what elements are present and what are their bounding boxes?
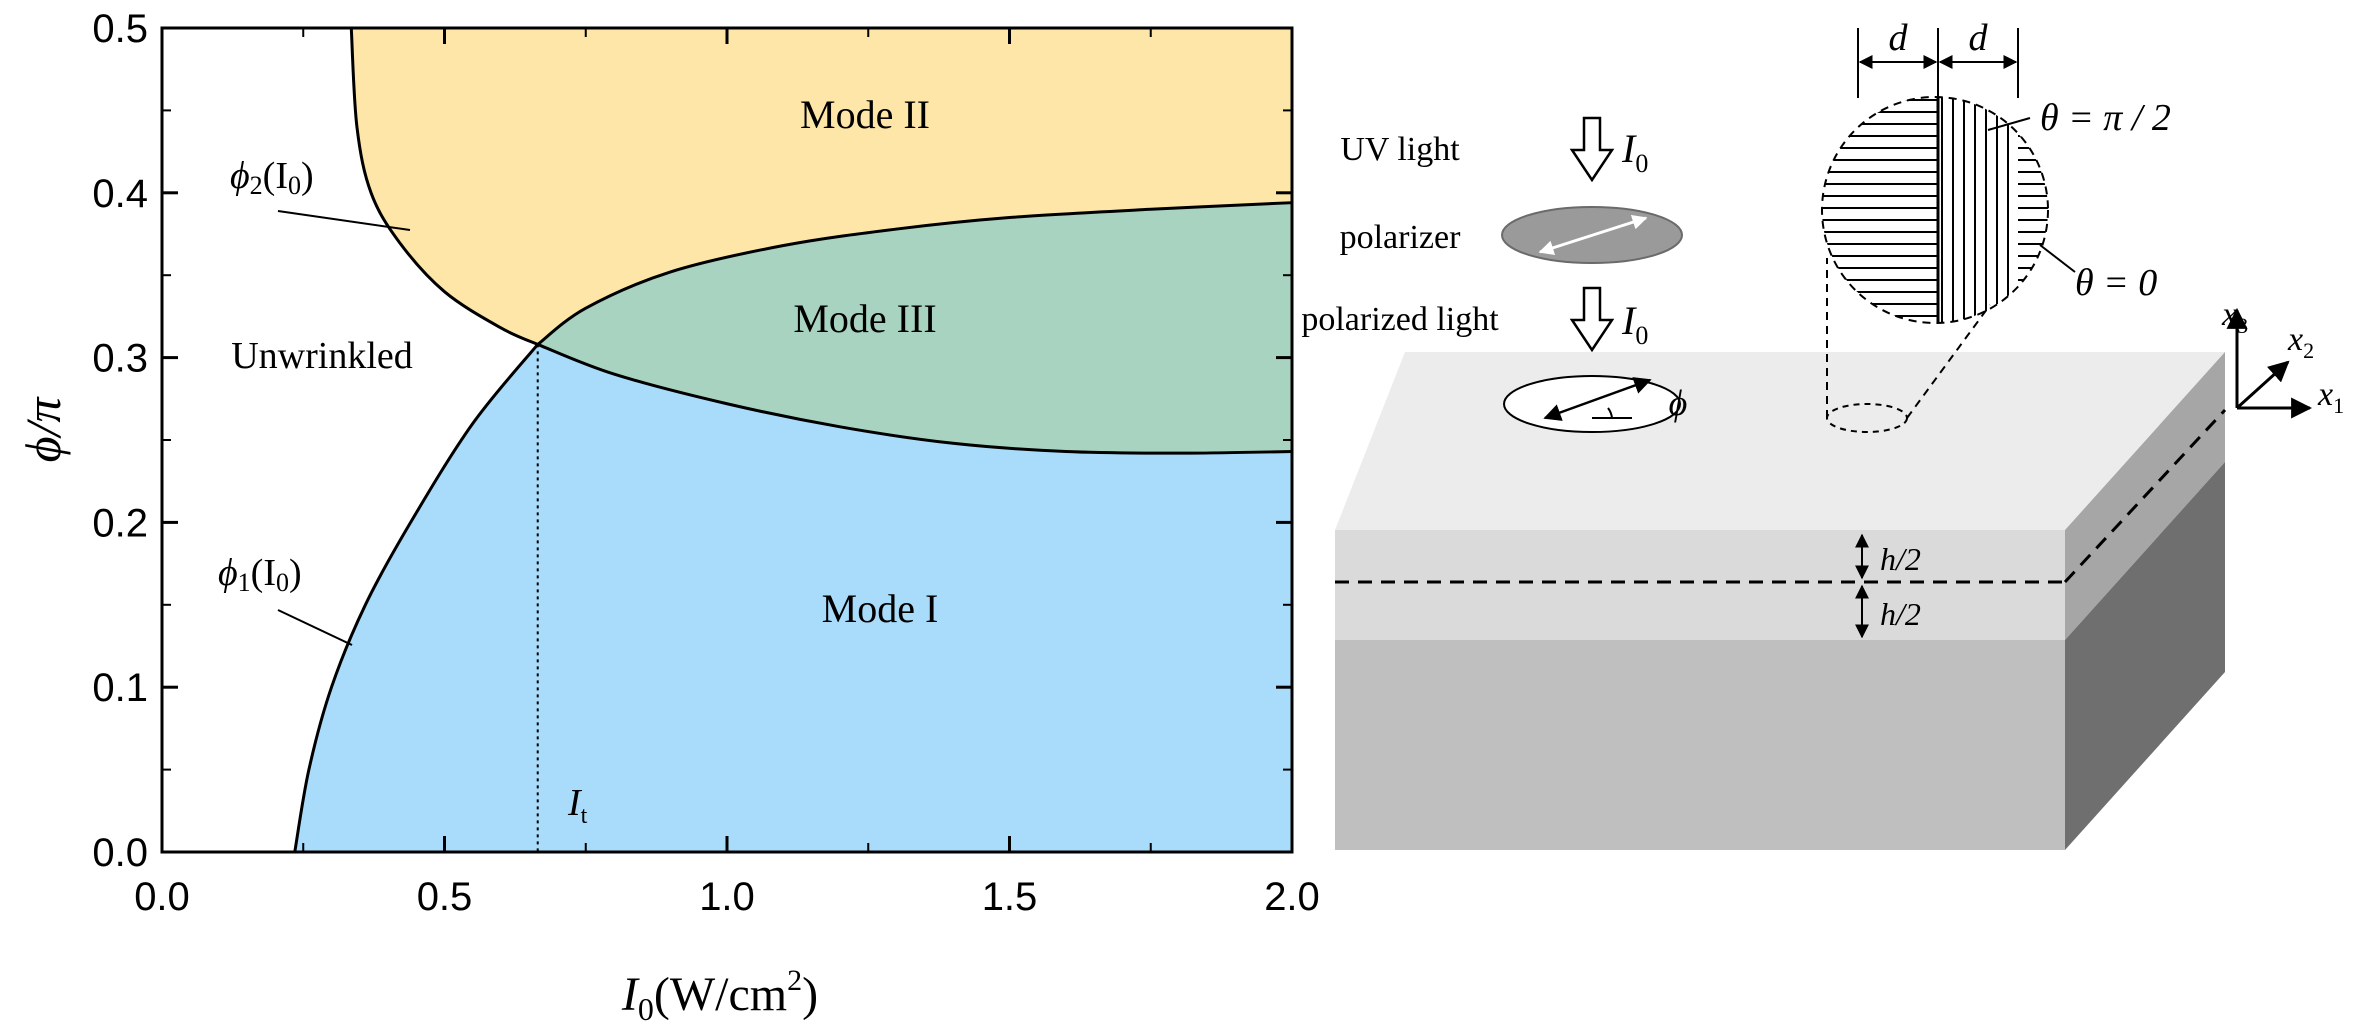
- x-tick-label: 2.0: [1264, 875, 1320, 919]
- half-h-bottom-label: h/2: [1880, 596, 1921, 632]
- polarization-angle-arc: [1607, 407, 1613, 419]
- half-h-top-label: h/2: [1880, 541, 1921, 577]
- chart-boundary-curves: [293, 27, 1293, 853]
- chart-regions: [294, 28, 1292, 852]
- y-tick-label: 0.4: [92, 172, 148, 216]
- polarizer-direction-arrow-icon: [1538, 214, 1648, 256]
- x-axis-title: I0(W/cm2): [621, 964, 818, 1027]
- block-film-front: [1335, 530, 2065, 640]
- block-substrate-front: [1335, 640, 2065, 850]
- polarization-direction-arrow-icon: [1543, 377, 1652, 421]
- polarization-angle-label: ϕ: [1669, 383, 1688, 423]
- d-right-label: d: [1969, 17, 1989, 59]
- theta-half-pi-label: θ = π / 2: [2040, 97, 2171, 139]
- x2-axis-arrow: [2235, 360, 2290, 410]
- x1-axis-label: x1: [2317, 376, 2344, 418]
- theta-half-pi-leader: [1987, 117, 2031, 131]
- stripe-region: [1822, 97, 2048, 323]
- magnifier-circle: [1821, 96, 2049, 324]
- phi1-curve-label: ϕ1(I0): [218, 552, 353, 646]
- boundary-curve-lower: [537, 343, 1293, 455]
- boundary-curve-phi1: [293, 343, 539, 853]
- polarization-angle-ellipse: [1503, 375, 1681, 433]
- region-mode1: [294, 344, 1292, 852]
- uv-light-arrow-icon: [1569, 116, 1615, 183]
- region-label-mode3: Mode III: [793, 296, 936, 341]
- y-tick-label: 0.0: [92, 831, 148, 875]
- threshold-label: It: [567, 782, 588, 829]
- y-tick-label: 0.1: [92, 666, 148, 710]
- region-label-mode1: Mode I: [822, 586, 939, 631]
- phase-diagram-chart: 0.0 0.5 1.0 1.5 2.0 0.0 0.1 0.2 0.3 0.4 0.5 Mode …: [15, 7, 1320, 1027]
- polarized-light-label: polarized light: [1301, 301, 1499, 338]
- setup-diagram: h/2 h/2 x1 x2 x3 UV light polarizer pola…: [1301, 17, 2344, 850]
- x-tick-label: 1.5: [982, 875, 1038, 919]
- uv-light-label: UV light: [1340, 131, 1460, 168]
- vertical-stripes: [1936, 97, 2009, 323]
- d-left-label: d: [1889, 17, 1909, 59]
- y-tick-label: 0.3: [92, 337, 148, 381]
- region-label-mode2: Mode II: [800, 92, 930, 137]
- phi1-label-text: ϕ1(I0): [218, 552, 302, 597]
- boundary-curve-upper: [536, 201, 1293, 346]
- region-mode3: [537, 202, 1292, 454]
- polarizer-label: polarizer: [1340, 219, 1461, 256]
- theta-zero-leader: [2039, 244, 2076, 273]
- polarized-light-arrow-icon: [1569, 286, 1615, 353]
- x-tick-label: 1.0: [699, 875, 755, 919]
- x-tick-label: 0.0: [134, 875, 190, 919]
- x-axis-ticks: 0.0 0.5 1.0 1.5 2.0: [134, 28, 1320, 919]
- coordinate-axes: x1 x2 x3: [2221, 296, 2344, 419]
- block-substrate-side: [2065, 462, 2225, 850]
- y-axis-ticks: 0.0 0.1 0.2 0.3 0.4 0.5: [92, 7, 1292, 875]
- theta-zero-label: θ = 0: [2075, 262, 2157, 304]
- region-label-unwrinkled: Unwrinkled: [231, 335, 413, 377]
- midplane-side-line: [2063, 408, 2227, 584]
- x3-axis-label: x3: [2221, 296, 2248, 338]
- phi2-curve-label: ϕ2(I0): [230, 155, 411, 231]
- y-axis-title: ϕ/π: [15, 396, 71, 463]
- layered-block: [1335, 352, 2227, 850]
- y-tick-label: 0.2: [92, 501, 148, 545]
- boundary-curve-phi2: [349, 27, 539, 346]
- intensity-label-top: I0: [1621, 126, 1648, 178]
- region-mode2: [351, 28, 1292, 345]
- phi2-label-text: ϕ2(I0): [230, 155, 314, 200]
- phi1-leader-line: [277, 609, 353, 646]
- x2-axis-label: x2: [2287, 321, 2314, 363]
- y-tick-label: 0.5: [92, 7, 148, 51]
- magnifier-leader-right: [1906, 304, 1991, 419]
- phi2-leader-line: [277, 210, 411, 231]
- x-tick-label: 0.5: [417, 875, 473, 919]
- intensity-label-bottom: I0: [1621, 298, 1648, 350]
